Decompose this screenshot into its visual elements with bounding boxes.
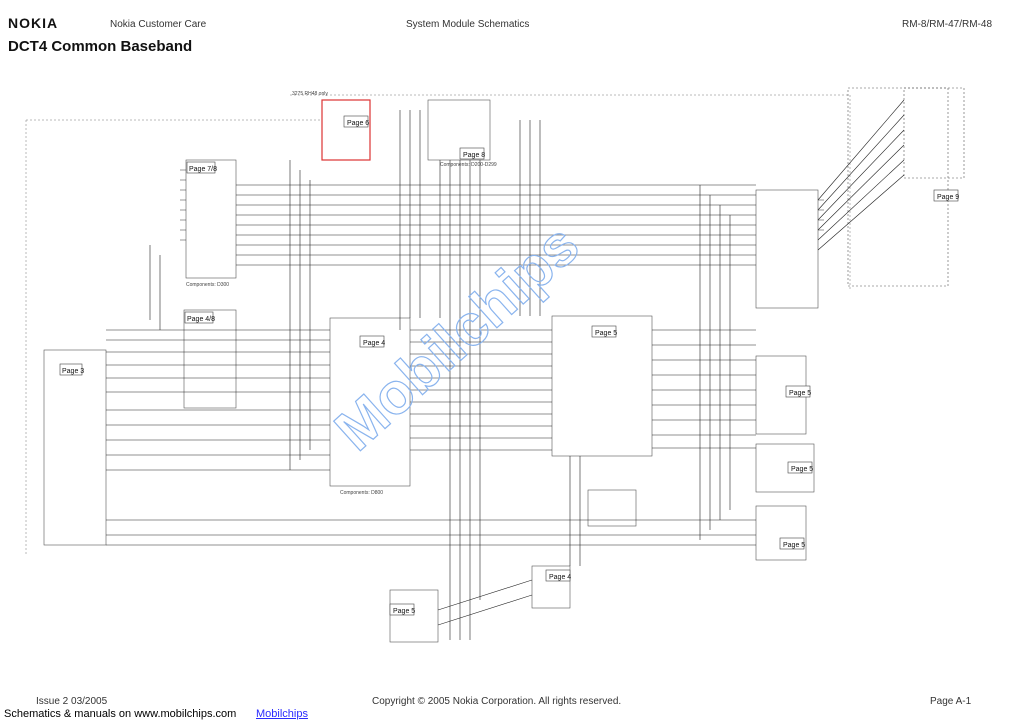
footer-link[interactable]: Mobilchips (256, 708, 308, 720)
page-title: DCT4 Common Baseband (8, 38, 193, 55)
footer-issue: Issue 2 03/2005 (36, 696, 108, 707)
footer-page: Page A-1 (930, 696, 972, 707)
svg-text:3275 RH48 only: 3275 RH48 only (292, 91, 328, 97)
svg-text:Components: D800: Components: D800 (340, 490, 383, 496)
header-right: RM-8/RM-47/RM-48 (902, 19, 993, 30)
component-box-bottom-mid (531, 565, 571, 609)
page-ref-4: Page 4 (363, 340, 385, 347)
svg-text:Components: D200-D299: Components: D200-D299 (440, 162, 497, 168)
component-box-crystal (587, 489, 637, 527)
page-ref-9: Page 9 (937, 194, 959, 201)
component-box-ccont (321, 99, 371, 161)
component-box-ui (427, 99, 491, 161)
page-ref-4-b: Page 4 (549, 574, 571, 581)
page-ref-7-8: Page 7/8 (189, 166, 217, 173)
component-box-right-pins (903, 87, 965, 179)
page-ref-5-b: Page 5 (789, 390, 811, 397)
component-box-connector (847, 87, 949, 287)
page-ref-6: Page 6 (347, 120, 369, 127)
page-ref-5-e: Page 5 (393, 608, 415, 615)
component-box-charger (755, 443, 815, 493)
page-ref-5-c: Page 5 (791, 466, 813, 473)
component-box-bottom (389, 589, 439, 643)
header-center: System Module Schematics (406, 19, 530, 30)
page-ref-5-d: Page 5 (783, 542, 805, 549)
page-ref-8: Page 8 (463, 152, 485, 159)
footer-site: Schematics & manuals on www.mobilchips.c… (4, 708, 237, 720)
component-box-flash (755, 505, 807, 561)
component-box-bt (551, 315, 653, 457)
nokia-logo: NOKIA (8, 15, 59, 31)
footer-copyright: Copyright © 2005 Nokia Corporation. All … (372, 696, 622, 707)
component-box-rf (755, 189, 819, 309)
header-left: Nokia Customer Care (110, 19, 207, 30)
page-ref-5-a: Page 5 (595, 330, 617, 337)
component-box-sim (183, 309, 237, 409)
svg-text:Components: D300: Components: D300 (186, 282, 229, 288)
component-box-left (43, 349, 107, 546)
page-ref-3: Page 3 (62, 368, 84, 375)
component-box-memory (185, 159, 237, 279)
page-ref-4-8: Page 4/8 (187, 316, 215, 323)
